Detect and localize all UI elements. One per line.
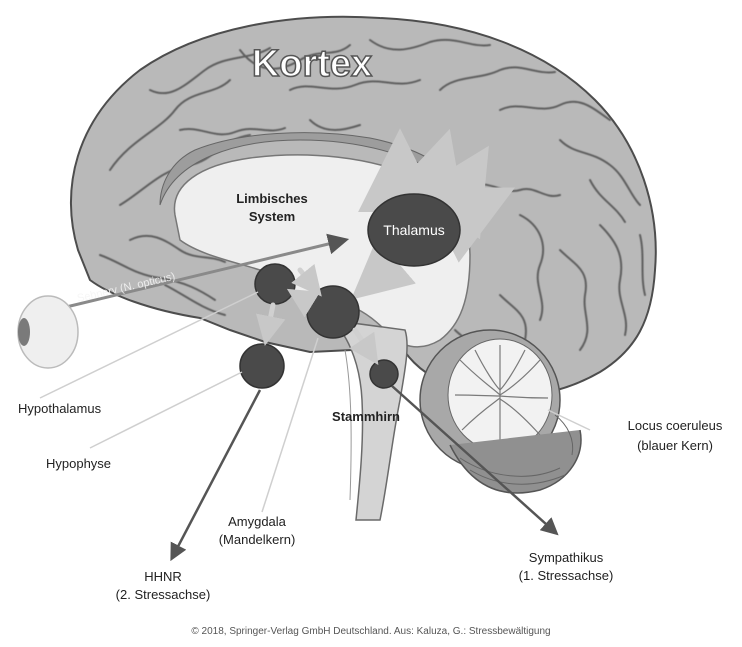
hhnr-label-2: (2. Stressachse) [116, 587, 211, 602]
limbisches-system-label-1: Limbisches [236, 191, 308, 206]
hhnr-label-1: HHNR [144, 569, 182, 584]
hypophyse-label: Hypophyse [46, 456, 111, 471]
sympathikus-label-1: Sympathikus [529, 550, 604, 565]
hypophyse-node [240, 344, 284, 388]
amygdala-node [307, 286, 359, 338]
eye [18, 296, 78, 368]
locus-coeruleus-node [370, 360, 398, 388]
stammhirn-label: Stammhirn [332, 409, 400, 424]
hypothalamus-label: Hypothalamus [18, 401, 102, 416]
amygdala-label-1: Amygdala [228, 514, 287, 529]
hypothalamus-node [255, 264, 295, 304]
kortex-label: Kortex [252, 43, 372, 85]
copyright-notice: © 2018, Springer-Verlag GmbH Deutschland… [0, 626, 742, 637]
amygdala-label-2: (Mandelkern) [219, 532, 296, 547]
sympathikus-label-2: (1. Stressachse) [519, 568, 614, 583]
locus-coeruleus-label-2: (blauer Kern) [637, 438, 713, 453]
thalamus-label: Thalamus [383, 222, 444, 238]
locus-coeruleus-label-1: Locus coeruleus [628, 418, 723, 433]
limbisches-system-label-2: System [249, 209, 295, 224]
